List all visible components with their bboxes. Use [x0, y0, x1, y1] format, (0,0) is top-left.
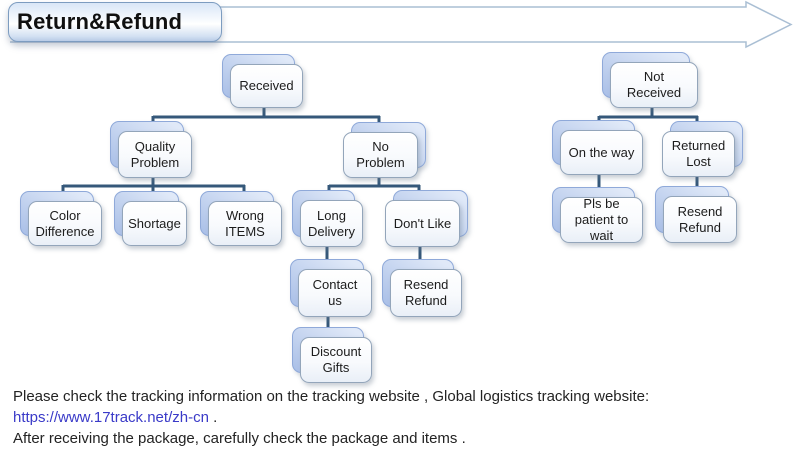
flow-node-card: Discount Gifts — [300, 337, 372, 383]
flow-node-card: Returned Lost — [662, 131, 735, 177]
flow-node-label: On the way — [568, 144, 635, 160]
flow-node-label: Don't Like — [393, 215, 452, 231]
flow-node-card: Long Delivery — [300, 200, 363, 247]
flow-node-card: On the way — [560, 130, 643, 175]
flow-node-pls-be-patient: Pls be patient to wait — [552, 187, 643, 243]
flow-node-contact-us: Contact us — [290, 259, 372, 317]
footer-line-1: Please check the tracking information on… — [13, 388, 650, 405]
flow-node-card: Not Received — [610, 62, 698, 108]
flow-node-label: Resend Refund — [403, 277, 449, 308]
flow-node-returned-lost: Returned Lost — [662, 121, 743, 177]
flow-node-received: Received — [222, 54, 303, 108]
flow-node-card: Contact us — [298, 269, 372, 317]
flow-node-label: Pls be patient to wait — [574, 196, 629, 243]
flow-node-wrong-items: Wrong ITEMS — [200, 191, 282, 246]
tracking-website-link[interactable]: https://www.17track.net/zh-cn — [13, 409, 209, 426]
flow-node-shortage: Shortage — [114, 191, 187, 246]
footer-line-2-suffix: . — [208, 409, 218, 426]
flow-node-card: Received — [230, 64, 303, 108]
footer-line-2: https://www.17track.net/zh-cn . — [13, 407, 793, 428]
flow-node-label: Shortage — [128, 215, 181, 231]
flow-node-label: Not Received — [626, 69, 682, 100]
flow-node-card: Quality Problem — [118, 131, 192, 178]
footer-line-3: After receiving the package, carefully c… — [13, 430, 466, 447]
flow-node-color-difference: Color Difference — [20, 191, 102, 246]
flow-node-card: Resend Refund — [390, 269, 462, 317]
flow-node-resend-refund-2: Resend Refund — [655, 186, 737, 243]
flow-node-label: Quality Problem — [130, 138, 180, 170]
flow-node-no-problem: No Problem — [343, 122, 426, 178]
flow-node-label: No Problem — [356, 139, 405, 170]
title-banner: Return&Refund — [8, 2, 222, 42]
flow-node-dont-like: Don't Like — [385, 190, 468, 247]
flow-node-label: Wrong ITEMS — [225, 207, 265, 239]
flow-node-label: Color Difference — [35, 207, 95, 239]
flow-node-label: Contact us — [312, 277, 358, 308]
flow-node-card: Don't Like — [385, 200, 460, 247]
flow-node-label: Received — [239, 78, 294, 94]
flow-node-card: Resend Refund — [663, 196, 737, 243]
flow-node-label: Long Delivery — [308, 207, 355, 239]
flow-node-quality-problem: Quality Problem — [110, 121, 192, 178]
flow-node-card: Shortage — [122, 201, 187, 246]
flow-node-label: Returned Lost — [671, 138, 726, 169]
flow-node-card: Pls be patient to wait — [560, 196, 643, 243]
flow-node-card: Wrong ITEMS — [208, 201, 282, 246]
flow-node-long-delivery: Long Delivery — [292, 190, 363, 247]
flow-node-card: No Problem — [343, 132, 418, 178]
footer-note: Please check the tracking information on… — [13, 386, 793, 449]
flow-node-on-the-way: On the way — [552, 120, 643, 175]
flow-node-card: Color Difference — [28, 201, 102, 246]
flow-node-label: Resend Refund — [677, 203, 723, 235]
flow-node-discount-gifts: Discount Gifts — [292, 327, 372, 383]
page-title: Return&Refund — [17, 9, 183, 34]
flow-node-resend-refund-1: Resend Refund — [382, 259, 462, 317]
flow-node-not-received: Not Received — [602, 52, 698, 108]
flow-node-label: Discount Gifts — [310, 344, 362, 375]
